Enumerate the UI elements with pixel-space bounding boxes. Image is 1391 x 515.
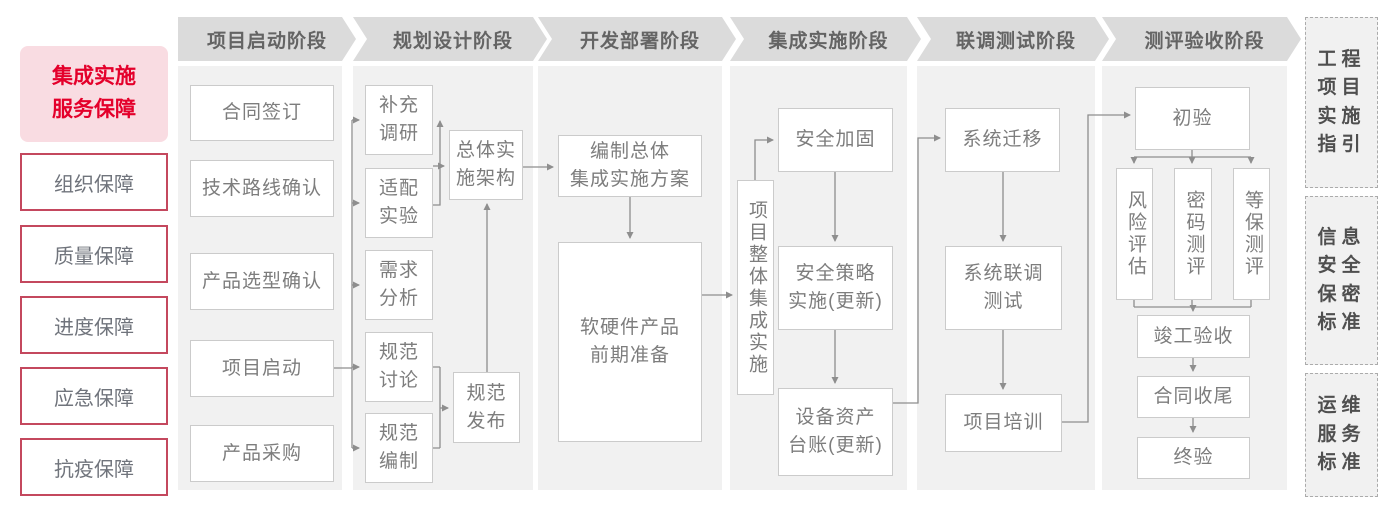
flow-box-supplementary-research: 补充 调研 [365,85,433,155]
flow-box-contract-signing: 合同签订 [190,85,334,141]
legend-item-quality: 质量保障 [20,225,168,283]
flow-box-asset-ledger-update: 设备资产 台账(更新) [778,388,893,476]
banner-phase-kickoff: 项目启动阶段 [178,17,356,61]
flow-box-system-joint-testing: 系统联调 测试 [945,246,1062,330]
flow-box-project-kickoff: 项目启动 [190,340,334,397]
banner-phase-integration: 集成实施阶段 [730,17,921,61]
standard-engineering-implementation-guide: 工程 项目 实施 指引 [1305,17,1378,188]
flow-box-security-policy-implementation: 安全策略 实施(更新) [778,246,893,330]
flow-box-product-procurement: 产品采购 [190,425,334,482]
legend-item-epidemic: 抗疫保障 [20,438,168,496]
flow-box-adaptation-test: 适配 实验 [365,168,433,238]
banner-phase-planning: 规划设计阶段 [353,17,547,61]
flow-box-contract-closure: 合同收尾 [1137,376,1250,418]
flow-box-compile-integration-plan: 编制总体 集成实施方案 [558,135,702,197]
legend-title: 集成实施 服务保障 [20,46,168,142]
standard-om-service: 运维 服务 标准 [1305,373,1378,497]
flow-box-overall-architecture: 总体实 施架构 [449,130,523,200]
banner-phase-testing: 联调测试阶段 [917,17,1109,61]
flow-box-spec-drafting: 规范 编制 [365,413,433,483]
flow-box-tech-route-confirm: 技术路线确认 [190,160,334,217]
standard-infosec-confidentiality: 信息 安全 保密 标准 [1305,196,1378,365]
flow-box-spec-release: 规范 发布 [453,372,520,443]
flow-box-requirement-analysis: 需求 分析 [365,250,433,320]
legend-item-emergency: 应急保障 [20,367,168,425]
flow-box-classified-protection-evaluation: 等保测评 [1233,168,1270,300]
banner-phase-acceptance: 测评验收阶段 [1102,17,1301,61]
flow-box-project-training: 项目培训 [945,394,1062,452]
legend-item-organization: 组织保障 [20,153,168,211]
flow-box-product-selection-confirm: 产品选型确认 [190,253,334,310]
flow-box-spec-discussion: 规范 讨论 [365,332,433,402]
flow-box-crypto-evaluation: 密码测评 [1174,168,1212,300]
flow-box-security-hardening: 安全加固 [778,108,893,172]
flow-box-risk-assessment: 风险评估 [1116,168,1153,300]
flow-box-hw-sw-preparation: 软硬件产品 前期准备 [558,242,702,442]
flow-box-final-acceptance: 终验 [1137,437,1250,479]
legend-item-schedule: 进度保障 [20,296,168,354]
flow-box-initial-acceptance: 初验 [1135,87,1250,150]
flow-box-system-migration: 系统迁移 [945,108,1060,172]
flow-box-completion-acceptance: 竣工验收 [1137,315,1250,358]
flow-box-overall-project-integration: 项目整体集成实施 [737,180,774,395]
banner-phase-development: 开发部署阶段 [538,17,736,61]
